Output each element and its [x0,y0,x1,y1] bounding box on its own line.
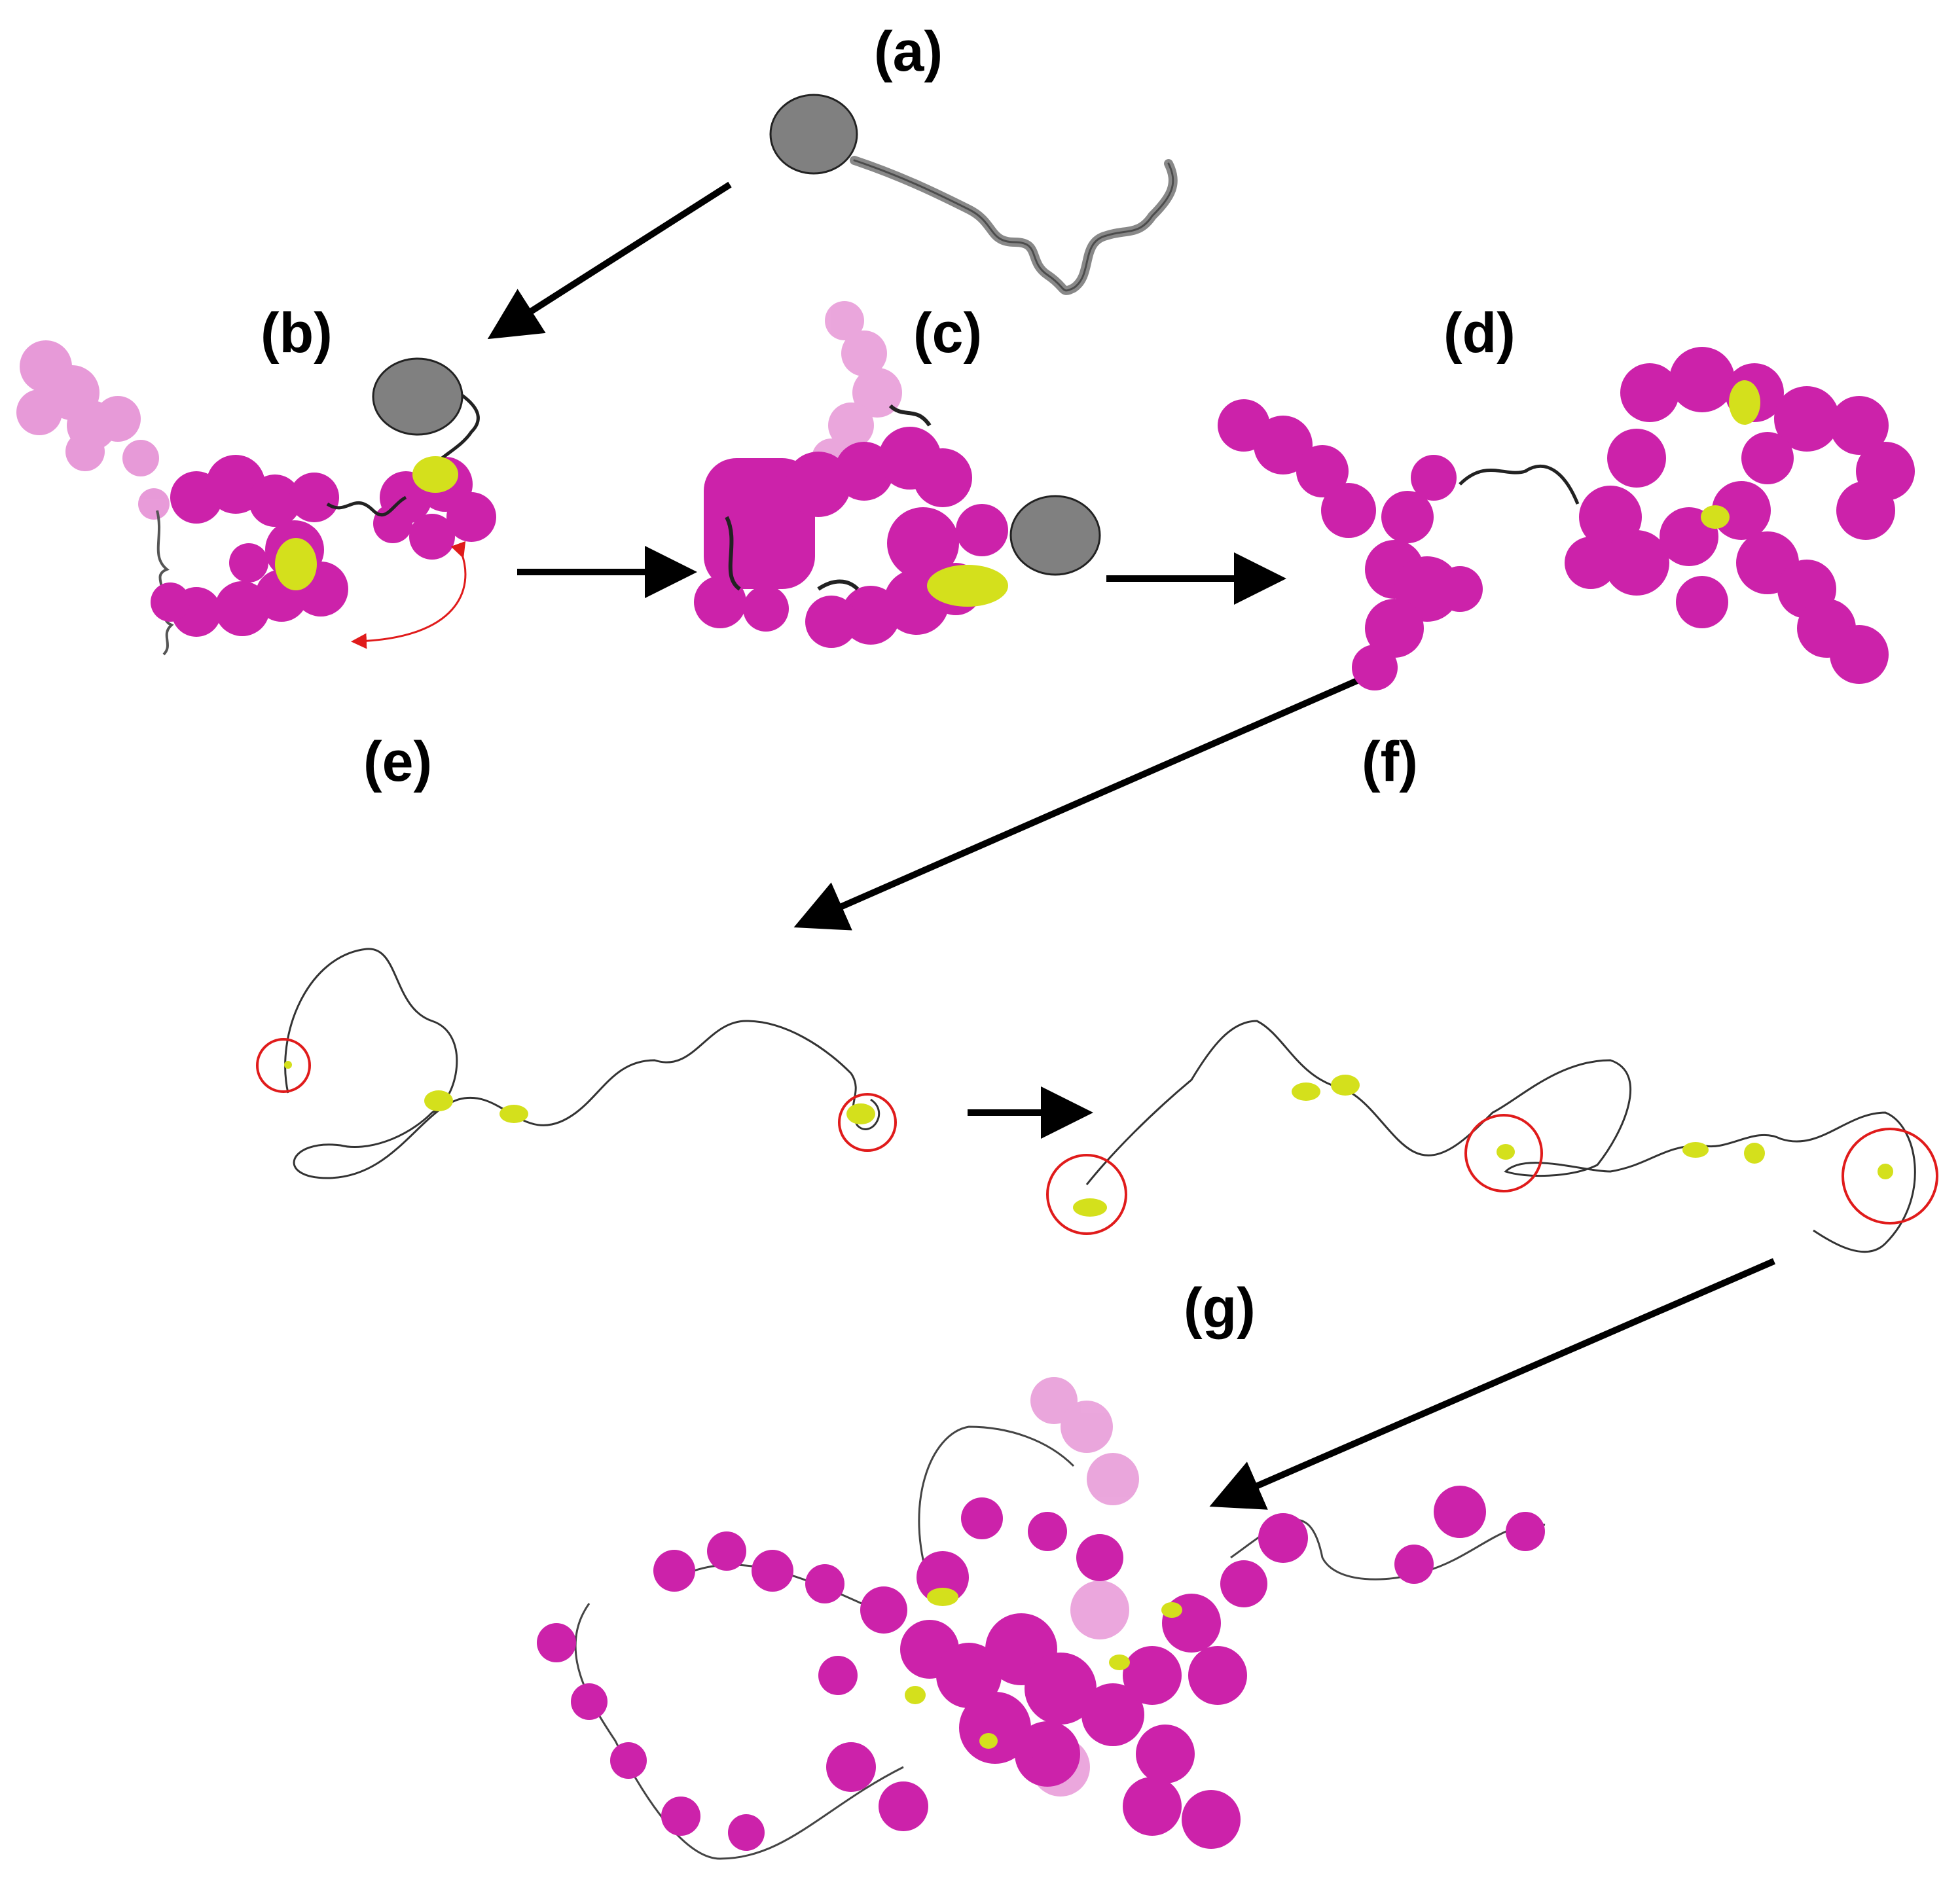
highlight-circle [1046,1154,1127,1235]
particle-sphere-b [372,357,463,436]
peptide-tail-a-outline [853,159,1174,292]
panel-label-c: (c) [913,302,983,365]
panel-label-b: (b) [261,302,333,365]
panel-label-a: (a) [874,20,943,83]
panel-f-structure [1046,1020,1938,1253]
highlight-circle [1842,1128,1938,1225]
arrow-f-to-g [1209,1258,1775,1510]
panel-g-structure [537,1377,1546,1860]
highlight-circle [838,1093,897,1152]
highlight-circle [1464,1114,1543,1192]
arrow-d-to-e [793,675,1364,931]
panel-e-structure [256,948,897,1179]
particle-sphere-c [1009,495,1101,576]
panel-a-particle [769,94,1178,295]
highlight-circle [256,1038,311,1093]
panel-c-structure [694,301,1101,648]
panel-label-e: (e) [363,730,433,793]
particle-sphere-a [769,94,858,175]
panel-b-structure [16,340,496,656]
panel-label-g: (g) [1184,1277,1256,1340]
panel-d-structure [1218,347,1915,690]
panel-label-d: (d) [1443,302,1515,365]
peptide-tail-a [850,156,1178,295]
arrow-a-to-b [487,181,732,340]
red-curved-arrow [351,541,467,649]
arrows [487,181,1775,1510]
panel-label-f: (f) [1362,730,1418,793]
